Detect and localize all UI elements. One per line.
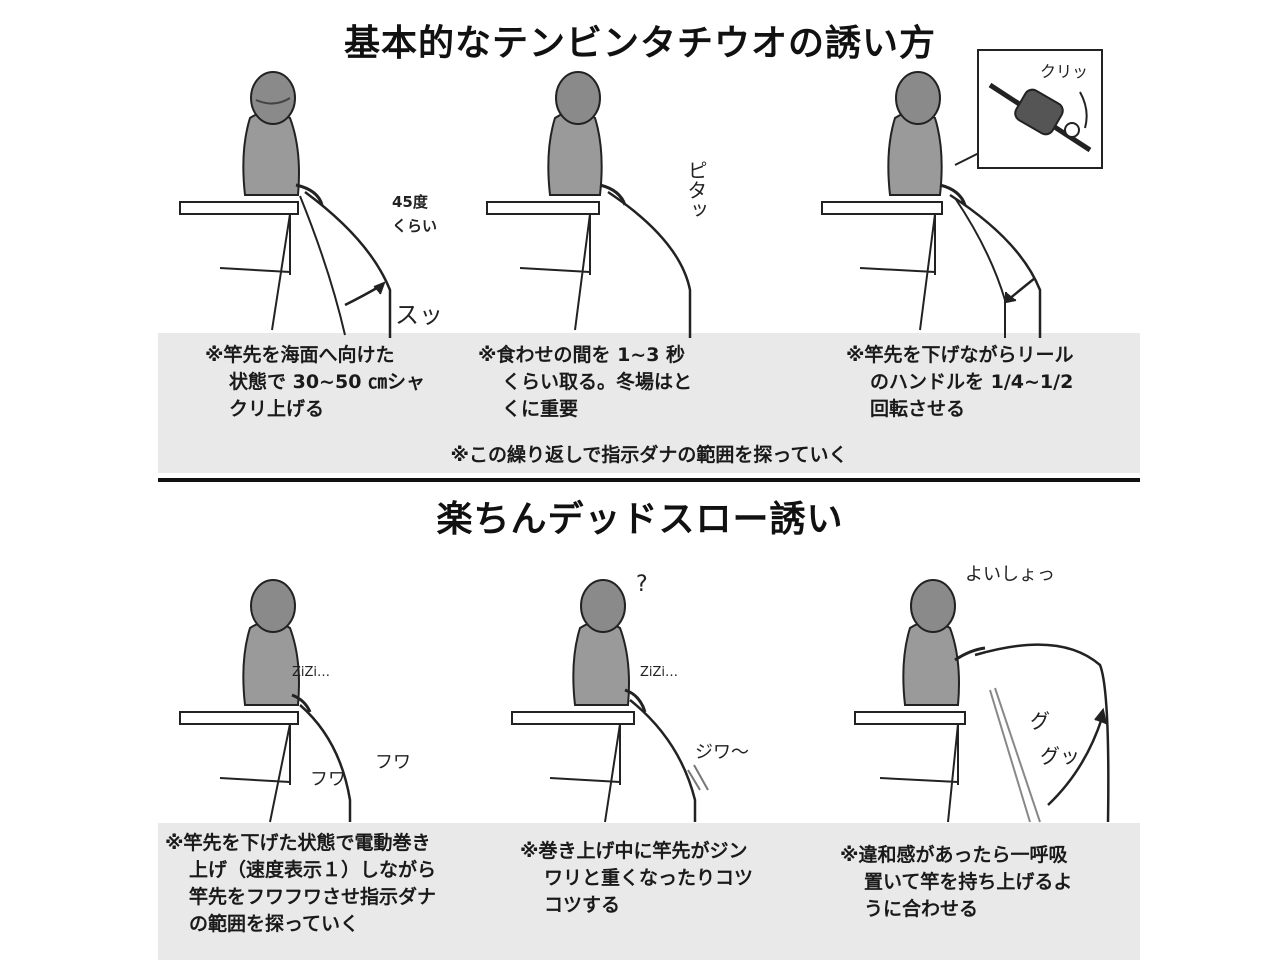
caption-dead-slow-2-line-2: ワリと重くなったりコツ	[544, 867, 754, 889]
sfx-zizi-2: ZiZi…	[640, 665, 679, 680]
angler-figure-6	[854, 579, 1110, 823]
caption-dead-slow-1-line-4: の範囲を探っていく	[189, 913, 360, 935]
caption-band-bottom	[158, 823, 1140, 960]
caption-step-3-line-1: ※竿先を下げながらリール	[846, 344, 1074, 366]
sfx-gu-1: グ	[1030, 709, 1050, 733]
caption-repeat-note: ※この繰り返しで指示ダナの範囲を探っていく	[450, 444, 848, 466]
caption-step-2-line-2: くらい取る。冬場はと	[502, 371, 693, 393]
caption-dead-slow-1-line-3: 竿先をフワフワさせ指示ダナ	[189, 886, 437, 908]
angler-figure-1	[179, 71, 392, 338]
sfx-yoisho: よいしょっ	[965, 564, 1055, 585]
caption-dead-slow-3: ※違和感があったら一呼吸 置いて竿を持ち上げるよ うに合わせる	[840, 842, 1072, 923]
sfx-fuwa-1: フワ	[310, 769, 346, 790]
section-divider	[158, 478, 1140, 482]
caption-dead-slow-2-line-3: コツする	[544, 894, 621, 916]
caption-step-2-line-3: くに重要	[502, 398, 579, 420]
sfx-su: スッ	[395, 301, 443, 329]
caption-step-2: ※食わせの間を 1~3 秒 くらい取る。冬場はと くに重要	[478, 342, 692, 423]
caption-step-3: ※竿先を下げながらリール のハンドルを 1/4~1/2 回転させる	[846, 342, 1073, 423]
caption-step-3-line-3: 回転させる	[870, 398, 966, 420]
caption-step-1-line-3: クリ上げる	[229, 398, 325, 420]
caption-step-1-line-1: ※竿先を海面へ向けた	[205, 344, 395, 366]
caption-dead-slow-2-line-1: ※巻き上げ中に竿先がジン	[520, 840, 748, 862]
sfx-zizi-1: ZiZi…	[292, 665, 331, 680]
sfx-kuri: クリッ	[1040, 62, 1089, 81]
sfx-fuwa-2: フワ	[375, 752, 411, 773]
angle-note: 45度 くらい	[392, 190, 437, 238]
caption-dead-slow-1: ※竿先を下げた状態で電動巻き 上げ（速度表示１）しながら 竿先をフワフワさせ指示…	[165, 830, 436, 938]
section-title-dead-slow: 楽ちんデッドスロー誘い	[436, 499, 844, 540]
caption-dead-slow-3-line-1: ※違和感があったら一呼吸	[840, 844, 1068, 866]
angler-figure-3	[821, 71, 1042, 338]
angler-figure-2	[486, 71, 692, 338]
caption-dead-slow-3-line-3: うに合わせる	[864, 898, 979, 920]
sfx-question: ?	[636, 572, 648, 597]
caption-band-top	[158, 333, 1140, 473]
angler-figure-5	[511, 579, 709, 823]
angler-figure-4	[179, 579, 352, 823]
caption-dead-slow-1-line-1: ※竿先を下げた状態で電動巻き	[165, 832, 431, 854]
caption-dead-slow-3-line-2: 置いて竿を持ち上げるよ	[864, 871, 1073, 893]
caption-step-2-line-1: ※食わせの間を 1~3 秒	[478, 344, 686, 366]
angle-note-line-2: くらい	[392, 217, 438, 235]
reel-inset	[977, 49, 1103, 169]
section-title-basic: 基本的なテンビンタチウオの誘い方	[343, 23, 936, 64]
caption-step-1-line-2: 状態で 30~50 ㎝シャ	[229, 371, 426, 393]
caption-step-1: ※竿先を海面へ向けた 状態で 30~50 ㎝シャ クリ上げる	[205, 342, 425, 423]
sfx-jiwa: ジワ～	[695, 742, 749, 763]
caption-step-3-line-2: のハンドルを 1/4~1/2	[870, 371, 1074, 393]
sfx-pita: ピタッ	[684, 160, 708, 220]
caption-dead-slow-2: ※巻き上げ中に竿先がジン ワリと重くなったりコツ コツする	[520, 838, 753, 919]
sfx-gu-2: グッ	[1040, 744, 1080, 768]
angle-note-line-1: 45度	[392, 193, 428, 211]
caption-dead-slow-1-line-2: 上げ（速度表示１）しながら	[189, 859, 437, 881]
